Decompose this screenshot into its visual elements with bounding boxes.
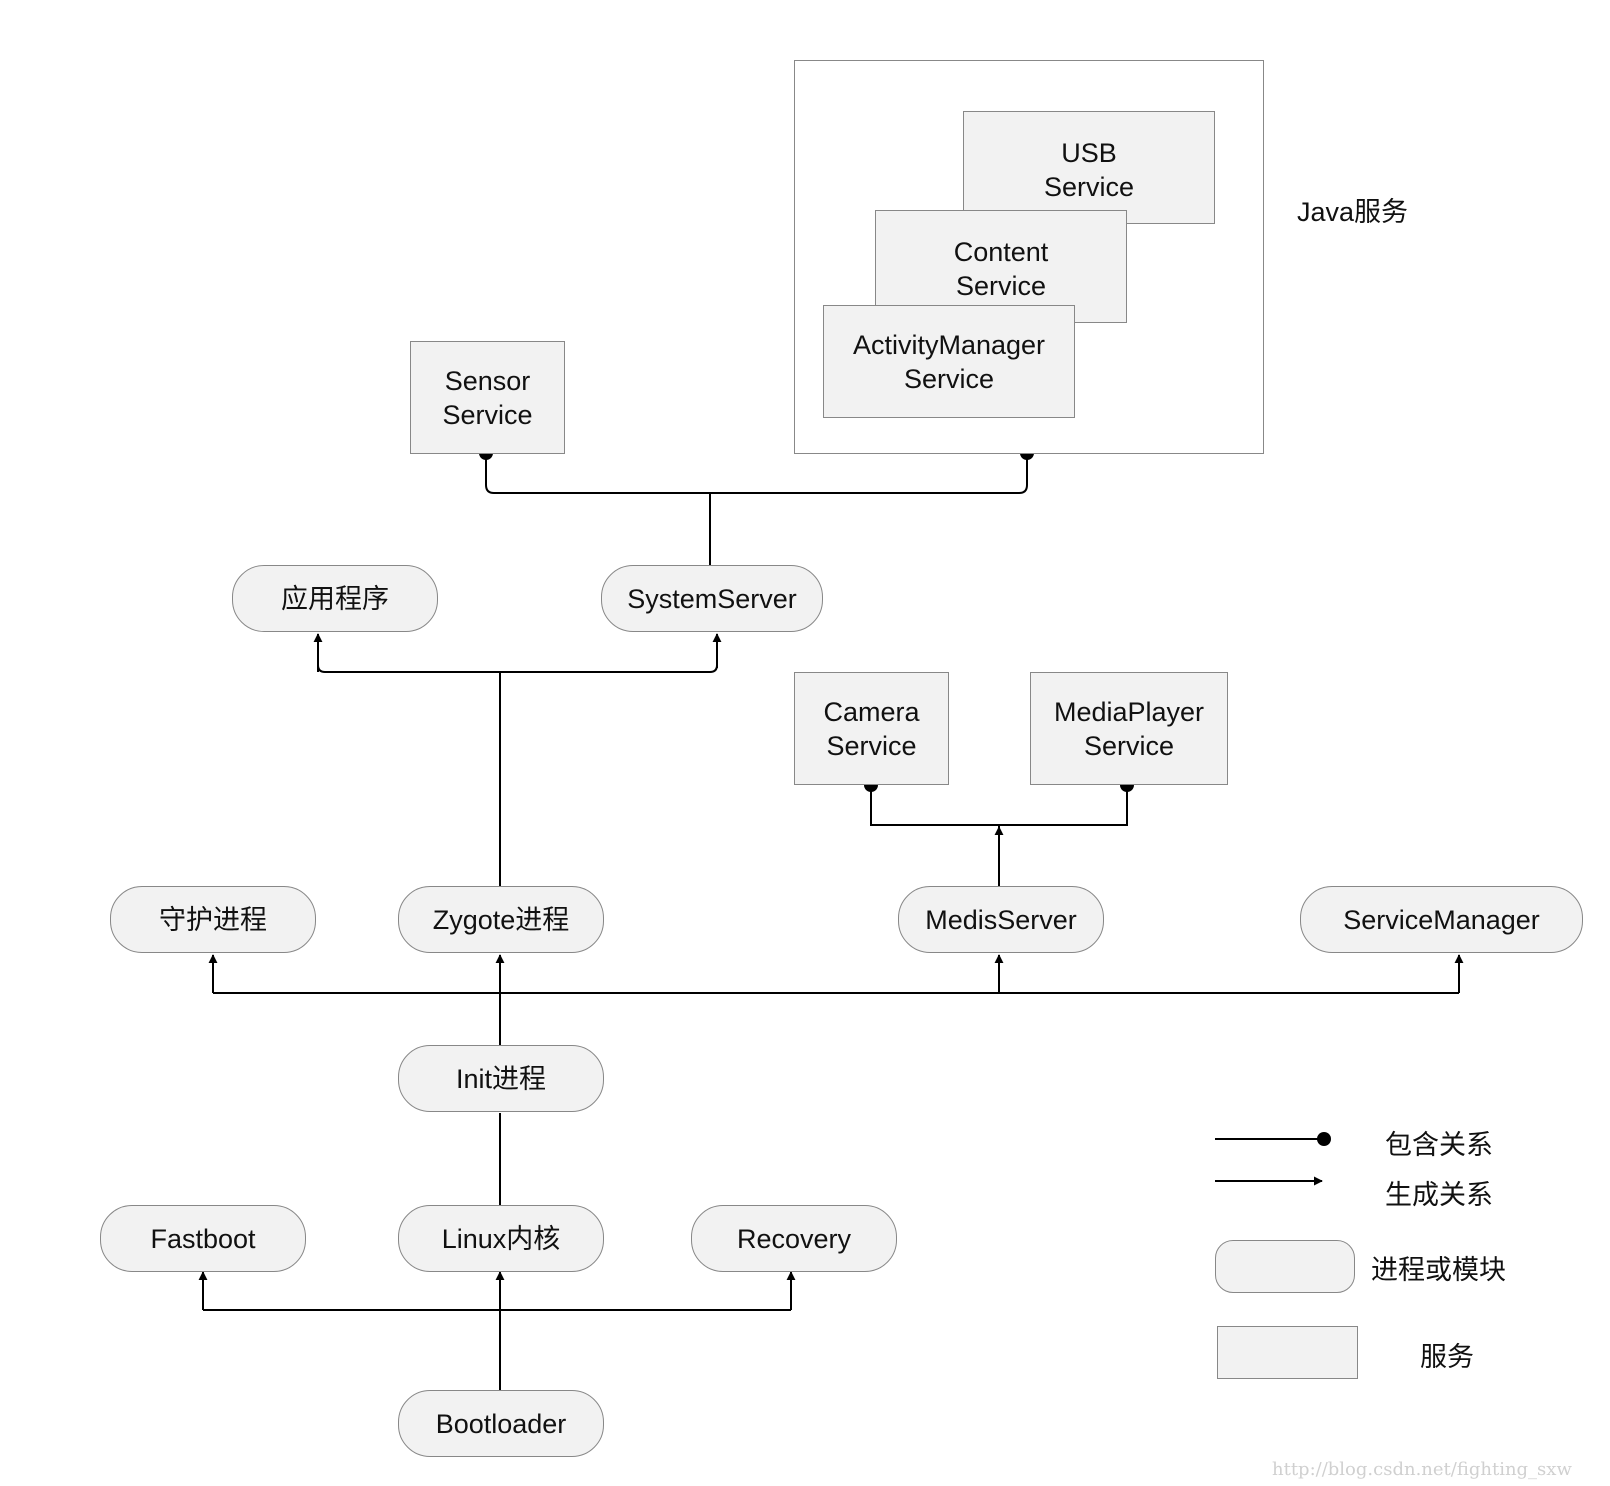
fastboot-label: Fastboot xyxy=(150,1223,256,1254)
linux-kernel-label: Linux内核 xyxy=(441,1223,561,1254)
wire-systemserver-bus xyxy=(485,453,1028,494)
usb-service-label: USB Service xyxy=(1043,138,1135,202)
app-process-label: 应用程序 xyxy=(281,583,389,614)
recovery-label: Recovery xyxy=(736,1223,852,1254)
camera-service: Camera Service xyxy=(794,672,949,785)
watermark: http://blog.csdn.net/fighting_sxw xyxy=(1272,1459,1572,1480)
activity-manager-service-label: ActivityManager Service xyxy=(852,329,1046,394)
content-service: Content Service xyxy=(875,210,1127,323)
legend-generates-label: 生成关系 xyxy=(1385,1180,1493,1210)
sensor-service-label: Sensor Service xyxy=(442,365,533,430)
legend-service-label: 服务 xyxy=(1420,1342,1474,1372)
daemon-process: 守护进程 xyxy=(110,886,316,953)
bootloader: Bootloader xyxy=(398,1390,604,1457)
daemon-process-label: 守护进程 xyxy=(159,904,267,935)
legend-service-swatch xyxy=(1217,1326,1358,1379)
wire-media-bus xyxy=(870,785,1128,826)
legend-process-label: 进程或模块 xyxy=(1371,1255,1506,1285)
legend-contains-label: 包含关系 xyxy=(1385,1130,1493,1160)
service-manager-label: ServiceManager xyxy=(1343,904,1540,935)
legend-process-swatch xyxy=(1215,1240,1355,1293)
recovery: Recovery xyxy=(691,1205,897,1272)
activity-manager-service: ActivityManager Service xyxy=(823,305,1075,418)
init-process-label: Init进程 xyxy=(455,1063,547,1094)
medis-server-label: MedisServer xyxy=(925,904,1077,935)
fastboot: Fastboot xyxy=(100,1205,306,1272)
bootloader-label: Bootloader xyxy=(435,1408,567,1439)
zygote-process: Zygote进程 xyxy=(398,886,604,953)
zygote-process-label: Zygote进程 xyxy=(432,904,570,935)
legend-contains-dot xyxy=(1317,1132,1331,1146)
medis-server: MedisServer xyxy=(898,886,1104,953)
camera-service-label: Camera Service xyxy=(823,696,920,761)
java-services-label: Java服务 xyxy=(1297,197,1409,227)
system-server-label: SystemServer xyxy=(627,583,797,614)
media-player-service: MediaPlayer Service xyxy=(1030,672,1228,785)
service-manager: ServiceManager xyxy=(1300,886,1583,953)
sensor-service: Sensor Service xyxy=(410,341,565,454)
wire-zygote-bus xyxy=(317,664,718,673)
system-server: SystemServer xyxy=(601,565,823,632)
init-process: Init进程 xyxy=(398,1045,604,1112)
media-player-service-label: MediaPlayer Service xyxy=(1053,696,1205,761)
app-process: 应用程序 xyxy=(232,565,438,632)
linux-kernel: Linux内核 xyxy=(398,1205,604,1272)
usb-service: USB Service xyxy=(963,111,1215,224)
content-service-label: Content Service xyxy=(953,237,1049,301)
